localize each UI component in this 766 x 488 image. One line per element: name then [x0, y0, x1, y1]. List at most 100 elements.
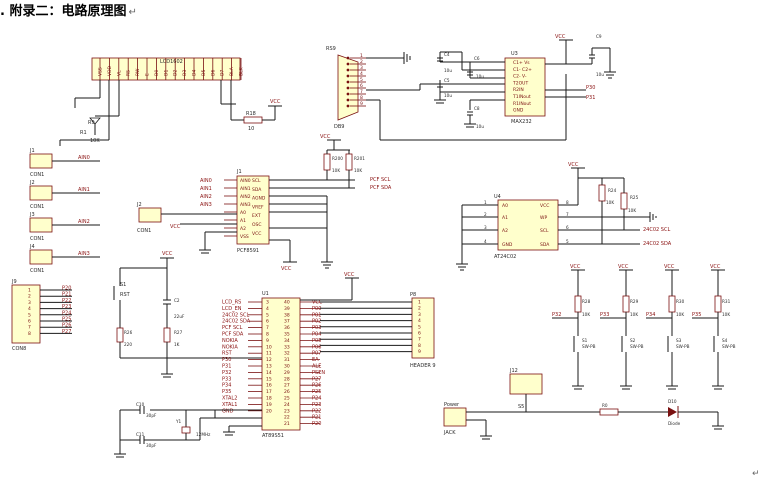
at24-left-pin-number: 2 [484, 212, 487, 217]
key-switch-id: S1 [582, 338, 588, 343]
j12-label: J12 [509, 368, 518, 374]
pcf-right-pin-label: AGND [252, 196, 266, 202]
lcd1602-name: LCD1602 [160, 59, 183, 65]
lcd-pin-rw: RW [135, 68, 141, 76]
pcf-left-pin-label: AIN3 [240, 202, 251, 208]
u1-left-pin-number: 8 [266, 332, 269, 338]
max232-pin-label: GND [513, 108, 524, 114]
u1-left-pin-number: 3 [266, 300, 269, 306]
r0-label: R0 [602, 403, 608, 408]
cap-c4-val: 10u [444, 68, 452, 73]
u1-left-net-label: 24C02 SCL [222, 312, 249, 318]
cap-c8: C8 [474, 106, 480, 111]
u1-right-pin-number: 25 [284, 396, 290, 402]
key-switch-type: SW-PB [676, 344, 690, 349]
r201-label: R201 [354, 156, 365, 161]
pcf-ain-net: AIN0 [200, 178, 212, 184]
r200-label: R200 [332, 156, 343, 161]
u1-right-pin-number: 30 [284, 364, 290, 370]
pcf-left-pin-label: VSS [240, 234, 249, 240]
power-circuit: Power JACK J12 S5 R0 D10 Diode [443, 368, 724, 440]
at24-sda-net: 24C02 SDA [643, 241, 672, 247]
db9-pin-dot [346, 92, 350, 96]
cap-c9-val: 10u [596, 72, 604, 77]
power-label: Power [444, 402, 460, 408]
j9-label: J9 [11, 279, 17, 285]
r27-label: R27 [174, 330, 183, 335]
pcf-sda-net: PCF SDA [370, 185, 392, 191]
ain-connector-type: CON1 [30, 236, 44, 242]
at24-name: AT24C02 [494, 254, 516, 260]
db9-pin-number: 8 [360, 95, 363, 101]
at24-left-pin-number: 4 [484, 239, 487, 244]
key-switch-id: S3 [676, 338, 682, 343]
u1-label: U1 [262, 291, 269, 297]
at24-left-pin: A2 [502, 228, 508, 234]
at24-right-pin: WP [540, 215, 547, 221]
u1-left-pin-number: 10 [266, 344, 272, 350]
r18-label: R18 [246, 111, 256, 117]
vcc-r200-label: VCC [320, 134, 331, 140]
u1-left-pin-number: 20 [266, 408, 272, 414]
u1-left-pin-number: 17 [266, 389, 272, 395]
max232-pin-label: C1+ Vs [513, 60, 530, 66]
p8-pin-number: 7 [418, 337, 421, 343]
u1-left-net-label: PCF SCL [222, 325, 243, 331]
j9-net-label: P25 [62, 317, 71, 323]
max232-pin-label: C1- C2+ [513, 67, 532, 73]
max232-pin-label: T1INout [512, 94, 531, 100]
u1-right-pin-number: 22 [284, 415, 290, 421]
db9-pin-dot [346, 62, 350, 66]
jack-label: JACK [443, 430, 456, 436]
at24-scl-net: 24C02 SCL [643, 227, 670, 233]
ain-net-label: AIN0 [78, 155, 90, 161]
u1-right-net-label: P06 [312, 344, 321, 350]
lcd-pin-d5: D5 [201, 70, 207, 76]
pcf-ain-net: AIN3 [200, 202, 212, 208]
vcc-pcf2-label: VCC [281, 266, 292, 272]
u1-right-net-label: P00 [312, 306, 321, 312]
max232-pin-label: C2- V- [513, 74, 527, 80]
u1-left-net-label: LCD_EN [222, 306, 242, 312]
rst-button-label: RST [120, 292, 131, 298]
j9-pin-number: 7 [28, 325, 31, 331]
at24-left-pin: GND [502, 242, 513, 248]
u1-left-pin-number: 16 [266, 383, 272, 389]
key-switch-id: S4 [722, 338, 728, 343]
u1-right-pin-number: 38 [284, 312, 290, 318]
ain-connector-id: J3 [29, 212, 35, 218]
j9-net-label: P22 [62, 298, 71, 304]
key-port-label: P32 [552, 312, 561, 318]
u1-right-net-label: ALE [312, 364, 321, 370]
lcd-pin-d0: D0 [154, 70, 160, 76]
key-vcc-label: VCC [710, 264, 721, 270]
j9-pin-number: 4 [28, 306, 31, 312]
pcf-name: PCF8591 [237, 248, 259, 254]
cap-c6: C6 [474, 56, 480, 61]
u1-left-pin-number: 18 [266, 396, 272, 402]
ain-connector-body [29, 153, 53, 169]
db9-pin-number: 2 [360, 59, 363, 65]
u1-right-pin-number: 40 [284, 300, 290, 306]
u1-left-net-label: XTAL2 [222, 396, 237, 402]
u1-right-pin-number: 33 [284, 344, 290, 350]
key-resistor-id: R29 [630, 299, 639, 304]
p30-net: P30 [586, 85, 595, 91]
key-resistor-value: 10K [630, 312, 638, 317]
lcd-pin-d3: D3 [182, 70, 188, 76]
max232-pin-label: R1INout [513, 101, 531, 107]
u1-right-pin-number: 21 [284, 421, 290, 427]
cap-c6-val: 10u [476, 74, 484, 79]
key-resistor-value: 10K [582, 312, 590, 317]
pcf-right-pin-label: VREF [252, 204, 264, 210]
ain-connector-id: J1 [29, 148, 35, 154]
j9-net-label: P23 [62, 304, 71, 310]
cap-c5: C5 [444, 78, 450, 83]
pcf-left-pin-label: AIN1 [240, 186, 251, 192]
key-port-label: P33 [600, 312, 609, 318]
c2-value: 22uF [174, 314, 185, 319]
lcd-pin-d1: D1 [163, 70, 169, 76]
u1-left-net-label: NOKIA [222, 338, 238, 344]
u1-left-net-label: NOKIA [222, 344, 238, 350]
ain-net-label: AIN3 [78, 251, 90, 257]
